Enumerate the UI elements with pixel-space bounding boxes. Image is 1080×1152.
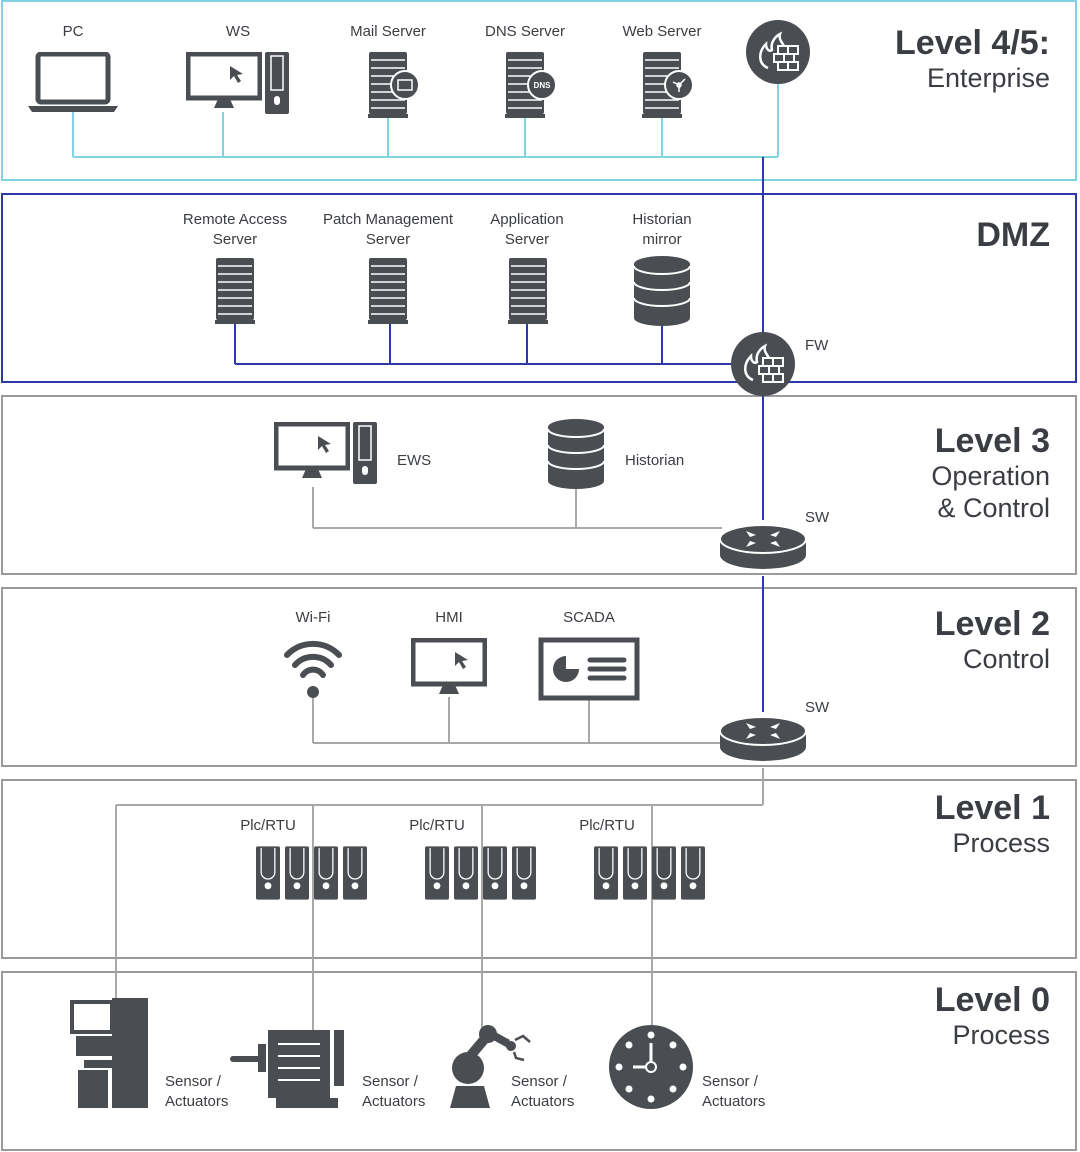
switch-icon-level2[interactable] <box>719 716 807 762</box>
dns-server-label: DNS Server <box>484 23 566 40</box>
sensor-actuators-label-2: Sensor /Actuators <box>362 1073 426 1110</box>
sensor-actuators-label-4: Sensor /Actuators <box>702 1073 766 1110</box>
remote-access-server-icon[interactable] <box>215 258 255 324</box>
clock-gauge-icon[interactable] <box>609 1025 693 1109</box>
level-subtitle: Control <box>962 644 1050 674</box>
laptop-icon[interactable] <box>28 54 118 112</box>
level-title: Level 0 <box>934 981 1050 1019</box>
enterprise-firewall-icon[interactable] <box>746 20 810 84</box>
plc-rack-1[interactable] <box>256 845 367 901</box>
zone-level2 <box>1 587 1077 767</box>
level2-heading: Level 2 Control <box>935 605 1050 675</box>
level-enterprise-heading: Level 4/5: Enterprise <box>895 24 1050 94</box>
mail-server-label: Mail Server <box>350 23 426 40</box>
firewall-label: FW <box>805 337 829 354</box>
sensor-actuators-label-3: Sensor /Actuators <box>511 1073 575 1110</box>
historian-label: Historian <box>625 452 685 469</box>
firewall-icon[interactable] <box>731 332 795 396</box>
mail-badge-icon <box>390 70 420 100</box>
web-server-label: Web Server <box>622 23 702 40</box>
workstation-monitor-icon[interactable] <box>188 54 260 108</box>
level-dmz-heading: DMZ <box>976 216 1050 254</box>
switch-icon-level3[interactable] <box>719 524 807 570</box>
motor-icon[interactable] <box>230 1030 344 1108</box>
level3-heading: Level 3 Operation & Control <box>931 422 1050 524</box>
scada-screen-icon[interactable] <box>538 637 640 701</box>
level-subtitle: Enterprise <box>926 63 1050 93</box>
zone-level3 <box>1 395 1077 575</box>
dns-badge-icon <box>527 70 557 100</box>
level-title: Level 1 <box>934 789 1050 827</box>
zone-level1 <box>1 779 1077 959</box>
hmi-label: HMI <box>435 609 463 626</box>
robot-arm-icon[interactable] <box>450 1025 531 1108</box>
ews-monitor-icon[interactable] <box>276 424 348 478</box>
plc-rtu-label-2: Plc/RTU <box>409 817 465 834</box>
level-title: Level 3 <box>934 422 1050 460</box>
ews-tower-icon[interactable] <box>353 422 377 484</box>
historian-mirror-database-icon[interactable] <box>633 256 691 326</box>
plc-rtu-label-1: Plc/RTU <box>240 817 296 834</box>
application-server-icon[interactable] <box>508 258 548 324</box>
hmi-monitor-icon[interactable] <box>413 640 485 694</box>
zone-enterprise <box>1 0 1077 181</box>
enterprise-links <box>72 80 779 158</box>
wifi-label: Wi-Fi <box>295 609 331 626</box>
pc-label: PC <box>62 23 84 40</box>
level-title: Level 4/5: <box>895 24 1050 62</box>
zone-level0 <box>1 971 1077 1151</box>
wifi-icon[interactable] <box>284 640 342 698</box>
level1-heading: Level 1 Process <box>935 789 1050 859</box>
level-title: DMZ <box>976 216 1050 254</box>
level-subtitle: Process <box>952 828 1050 858</box>
level-subtitle-2: & Control <box>937 493 1050 523</box>
sensor-actuators-label-1: Sensor /Actuators <box>165 1073 229 1110</box>
level0-heading: Level 0 Process <box>935 981 1050 1051</box>
switch-label-level3: SW <box>805 509 830 526</box>
plc-rack-3[interactable] <box>594 845 705 901</box>
share-icon <box>672 78 686 92</box>
zone-dmz <box>1 193 1077 383</box>
plc-rack-2[interactable] <box>425 845 536 901</box>
control-links <box>115 487 764 1032</box>
plc-rtu-label-3: Plc/RTU <box>579 817 635 834</box>
machine-tool-icon[interactable] <box>70 998 148 1108</box>
ws-label: WS <box>225 23 251 40</box>
scada-label: SCADA <box>563 609 615 626</box>
dmz-links <box>234 157 764 365</box>
dns-badge-text: DNS <box>534 81 552 90</box>
historian-database-icon[interactable] <box>547 419 605 489</box>
workstation-tower-icon[interactable] <box>265 52 289 114</box>
level-title: Level 2 <box>934 605 1050 643</box>
patch-management-server-icon[interactable] <box>368 258 408 324</box>
ews-label: EWS <box>397 452 432 469</box>
envelope-icon <box>397 79 413 91</box>
level-subtitle: Operation <box>931 461 1050 491</box>
switch-label-level2: SW <box>805 699 830 716</box>
level-subtitle: Process <box>952 1020 1050 1050</box>
